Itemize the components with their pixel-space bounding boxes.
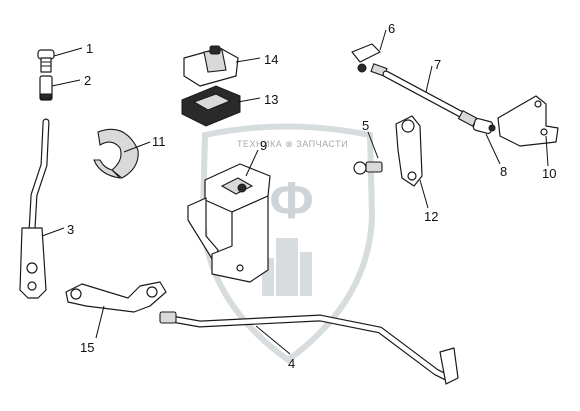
part-10-mounting-bracket	[497, 95, 559, 147]
part-13-lower-boot	[181, 85, 241, 127]
part-5-ball-stud	[353, 161, 383, 175]
callout-10: 10	[542, 166, 556, 181]
callout-5: 5	[362, 118, 369, 133]
watermark-building-icon	[262, 238, 312, 296]
part-2-pin	[39, 75, 53, 101]
callout-14: 14	[264, 52, 278, 67]
part-3-gear-lever	[19, 118, 50, 299]
callout-13: 13	[264, 92, 278, 107]
part-4-linkage-rod	[159, 311, 459, 385]
part-8-rod-end	[472, 117, 496, 135]
callout-4: 4	[288, 356, 295, 371]
part-12-lever-arm	[395, 115, 423, 187]
callout-15: 15	[80, 340, 94, 355]
part-14-upper-boot	[183, 45, 239, 87]
part-7-shift-rod	[382, 70, 478, 127]
part-1-bolt	[37, 49, 55, 73]
part-11-half-washer	[93, 128, 139, 179]
part-6-ball-joint	[351, 43, 388, 77]
callout-8: 8	[500, 164, 507, 179]
part-15-bell-crank	[65, 281, 167, 313]
callout-3: 3	[67, 222, 74, 237]
callout-labels: 1 2 3 4 5 6 7 8 9 10 11 12 13 14 15	[67, 21, 556, 371]
callout-9: 9	[260, 138, 267, 153]
callout-6: 6	[388, 21, 395, 36]
watermark-shield	[199, 123, 376, 364]
callout-12: 12	[424, 209, 438, 224]
callout-11: 11	[152, 134, 166, 149]
leader-lines	[41, 29, 549, 355]
watermark-brand-text: ТЕХНИКА ⊗ ЗАПЧАСТИ	[237, 139, 348, 149]
part-9-bracket-housing	[187, 163, 271, 283]
callout-7: 7	[434, 57, 441, 72]
callout-1: 1	[86, 41, 93, 56]
callout-2: 2	[84, 73, 91, 88]
